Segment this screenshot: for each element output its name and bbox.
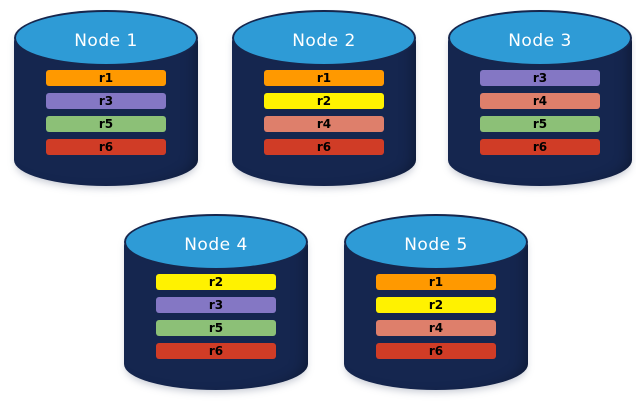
replica-bar[interactable]: r1 xyxy=(46,70,166,86)
node-title: Node 1 xyxy=(74,31,138,51)
replica-bar[interactable]: r2 xyxy=(376,297,496,313)
replica-label: r1 xyxy=(98,71,114,85)
replica-label: r4 xyxy=(316,117,332,131)
node-title: Node 3 xyxy=(508,31,572,51)
replica-bar[interactable]: r6 xyxy=(480,139,600,155)
cylinder-top-ellipse: Node 1 xyxy=(14,10,198,66)
cylinder-top-ellipse: Node 5 xyxy=(344,214,528,270)
node-title: Node 4 xyxy=(184,235,248,255)
replica-label: r6 xyxy=(428,344,444,358)
replica-label: r2 xyxy=(208,275,224,289)
database-node-cylinder[interactable]: Node 2 r1 r2 r4 r6 xyxy=(228,8,420,188)
replica-label: r1 xyxy=(428,275,444,289)
replica-bar[interactable]: r3 xyxy=(46,93,166,109)
replica-list: r2 r3 r5 r6 xyxy=(120,274,312,359)
replica-bar[interactable]: r5 xyxy=(156,320,276,336)
replica-label: r3 xyxy=(98,94,114,108)
replica-label: r4 xyxy=(428,321,444,335)
replica-label: r5 xyxy=(98,117,114,131)
replica-label: r5 xyxy=(532,117,548,131)
replica-bar[interactable]: r1 xyxy=(376,274,496,290)
replica-list: r1 r2 r4 r6 xyxy=(340,274,532,359)
replica-label: r4 xyxy=(532,94,548,108)
replica-bar[interactable]: r1 xyxy=(264,70,384,86)
database-node-cylinder[interactable]: Node 1 r1 r3 r5 r6 xyxy=(10,8,202,188)
node-title: Node 5 xyxy=(404,235,468,255)
replica-bar[interactable]: r4 xyxy=(264,116,384,132)
database-node-cylinder[interactable]: Node 5 r1 r2 r4 r6 xyxy=(340,212,532,392)
replica-label: r6 xyxy=(98,140,114,154)
cylinder-top-ellipse: Node 3 xyxy=(448,10,632,66)
replica-bar[interactable]: r5 xyxy=(480,116,600,132)
replica-bar[interactable]: r4 xyxy=(376,320,496,336)
replica-label: r1 xyxy=(316,71,332,85)
replica-bar[interactable]: r5 xyxy=(46,116,166,132)
replica-label: r6 xyxy=(208,344,224,358)
node-title: Node 2 xyxy=(292,31,356,51)
cylinder-top-ellipse: Node 2 xyxy=(232,10,416,66)
replica-label: r5 xyxy=(208,321,224,335)
replica-bar[interactable]: r6 xyxy=(376,343,496,359)
replica-label: r6 xyxy=(316,140,332,154)
replica-bar[interactable]: r3 xyxy=(156,297,276,313)
replica-bar[interactable]: r6 xyxy=(264,139,384,155)
replica-list: r3 r4 r5 r6 xyxy=(444,70,636,155)
replica-list: r1 r2 r4 r6 xyxy=(228,70,420,155)
replica-bar[interactable]: r4 xyxy=(480,93,600,109)
replica-label: r6 xyxy=(532,140,548,154)
replica-label: r3 xyxy=(532,71,548,85)
replica-label: r2 xyxy=(428,298,444,312)
replica-bar[interactable]: r3 xyxy=(480,70,600,86)
replica-label: r2 xyxy=(316,94,332,108)
replica-bar[interactable]: r2 xyxy=(264,93,384,109)
replica-bar[interactable]: r6 xyxy=(46,139,166,155)
database-node-cylinder[interactable]: Node 4 r2 r3 r5 r6 xyxy=(120,212,312,392)
database-node-cylinder[interactable]: Node 3 r3 r4 r5 r6 xyxy=(444,8,636,188)
cylinder-top-ellipse: Node 4 xyxy=(124,214,308,270)
replica-bar[interactable]: r2 xyxy=(156,274,276,290)
replica-bar[interactable]: r6 xyxy=(156,343,276,359)
replica-label: r3 xyxy=(208,298,224,312)
replica-list: r1 r3 r5 r6 xyxy=(10,70,202,155)
